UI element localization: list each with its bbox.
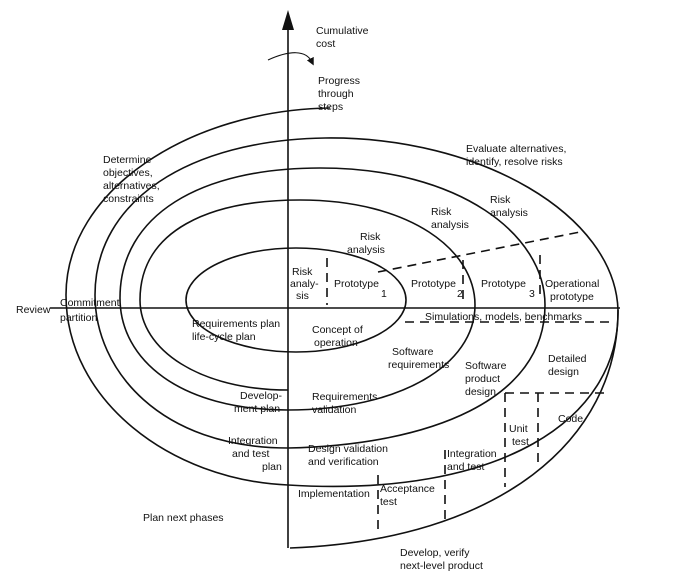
- review-label: Review: [16, 304, 51, 316]
- spiral-outer-tail: [65, 107, 619, 549]
- spiral-loop-2: [139, 199, 476, 411]
- spiral-loop-3: [119, 167, 546, 449]
- prototype-divider: [377, 231, 581, 273]
- prototype-3-label: Prototype3: [481, 278, 535, 300]
- prototype-2-label: Prototype2: [411, 278, 463, 300]
- progress-arrow: [267, 52, 314, 66]
- simulations-label: Simulations, models, benchmarks: [425, 311, 582, 323]
- spiral-loop-1: [185, 247, 407, 353]
- development-plan-label: Develop-ment plan: [234, 390, 283, 415]
- spiral-loop-4: [94, 137, 619, 488]
- prototype-1-label: Prototype1: [334, 278, 387, 300]
- cost-axis-arrowhead: [282, 10, 294, 30]
- plan-next-phases-label: Plan next phases: [143, 512, 224, 524]
- evaluate-label: Evaluate alternatives,identify, resolve …: [466, 143, 566, 168]
- implementation-label: Implementation: [298, 488, 370, 500]
- code-label: Code: [558, 413, 583, 425]
